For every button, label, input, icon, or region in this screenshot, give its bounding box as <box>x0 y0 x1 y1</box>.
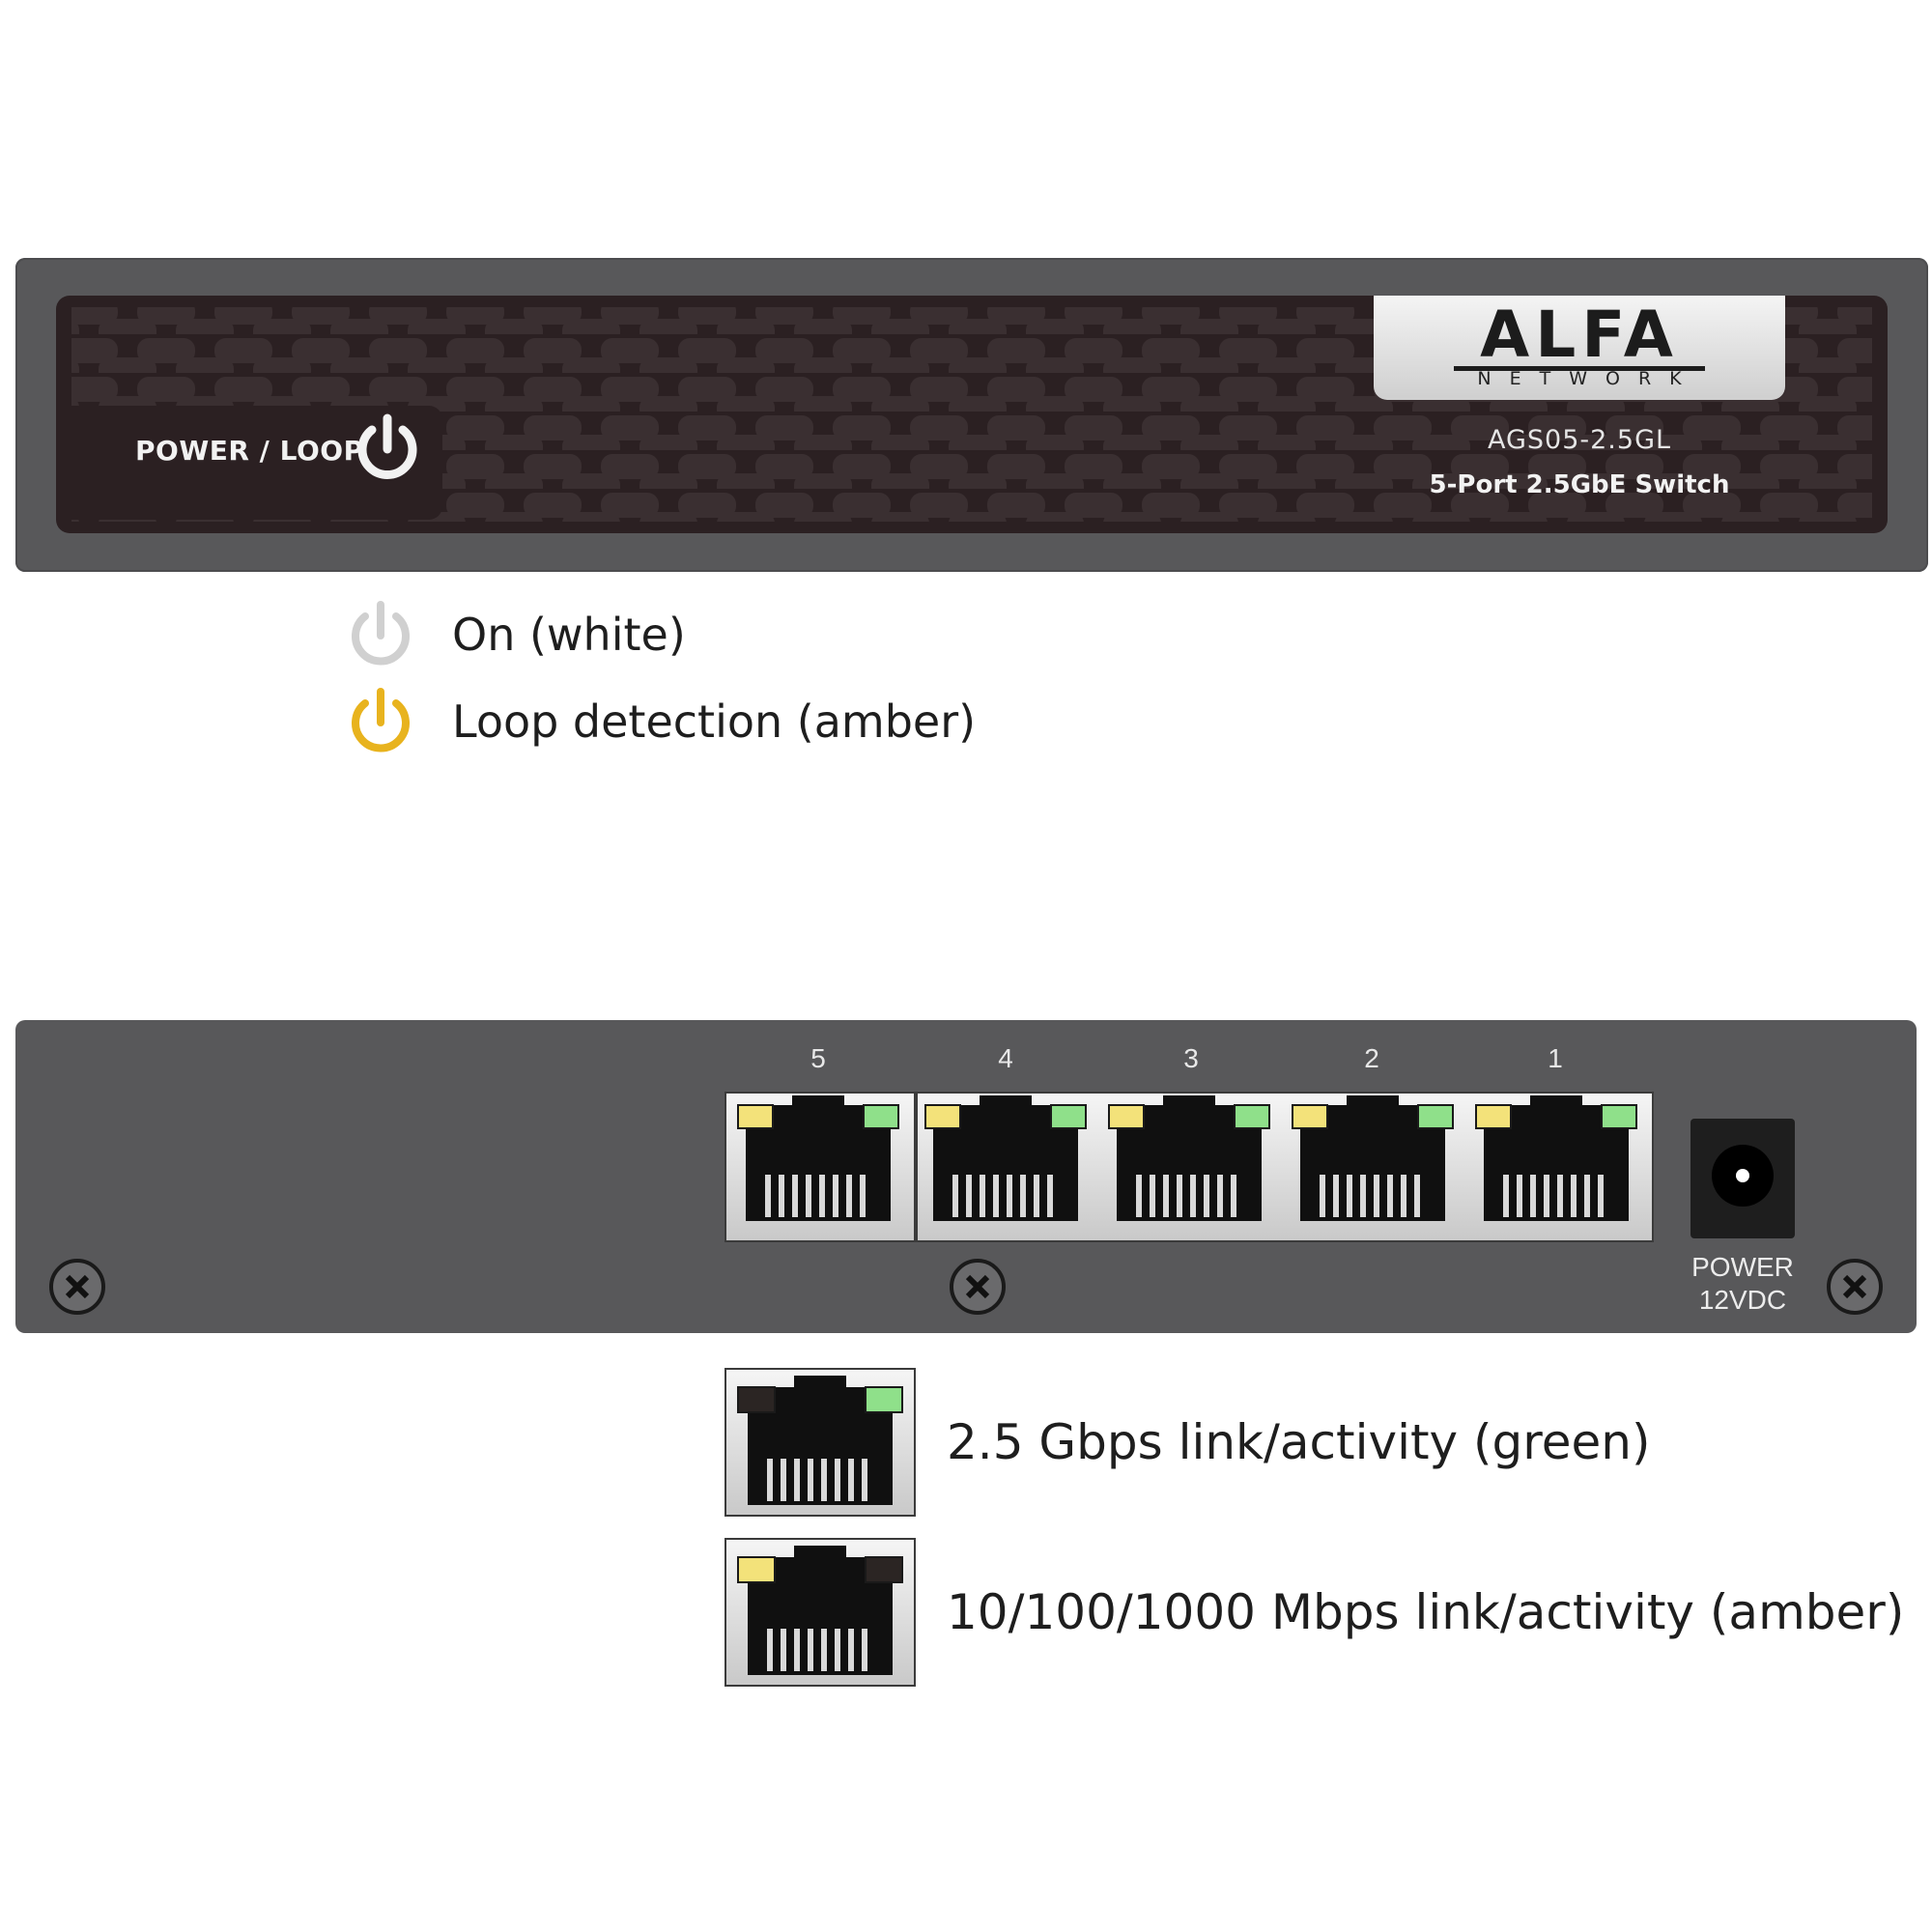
rj45-port-4[interactable] <box>923 1094 1088 1231</box>
rj45-port-3[interactable] <box>1107 1094 1271 1231</box>
power-loop-label: POWER / LOOP <box>135 435 364 467</box>
product-subtitle: 5-Port 2.5GbE Switch <box>1429 470 1730 499</box>
legend-green-label: 2.5 Gbps link/activity (green) <box>947 1414 1651 1470</box>
power-label-plate <box>56 406 442 520</box>
power-jack-voltage: 12VDC <box>1698 1285 1787 1315</box>
screw-icon <box>1826 1258 1884 1320</box>
legend-loop-label: Loop detection (amber) <box>452 696 977 748</box>
power-amber-icon <box>346 686 415 763</box>
port-number-3: 3 <box>1183 1043 1199 1073</box>
logo-card <box>1374 296 1785 400</box>
legend-amber-label: 10/100/1000 Mbps link/activity (amber) <box>947 1584 1905 1640</box>
brand-logo: ALFA <box>1480 298 1679 372</box>
brand-sub: NETWORK <box>1477 368 1700 389</box>
port-number-4: 4 <box>998 1043 1013 1073</box>
port-number-5: 5 <box>810 1043 826 1073</box>
rj45-port-5[interactable] <box>736 1094 900 1231</box>
logo-swoosh-icon <box>1454 359 1705 378</box>
power-icon[interactable] <box>353 412 422 490</box>
legend-port-green <box>724 1368 916 1517</box>
rj45-port-2[interactable] <box>1291 1094 1455 1231</box>
power-jack-label: POWER <box>1691 1252 1794 1282</box>
legend-on-label: On (white) <box>452 609 686 661</box>
model-number: AGS05-2.5GL <box>1487 425 1672 455</box>
power-white-icon <box>346 599 415 676</box>
port-number-1: 1 <box>1548 1043 1563 1073</box>
rj45-port-1[interactable] <box>1474 1094 1638 1231</box>
dc-jack-pin <box>1736 1169 1749 1182</box>
screw-icon <box>48 1258 106 1320</box>
screw-icon <box>949 1258 1007 1320</box>
port-number-2: 2 <box>1364 1043 1379 1073</box>
legend-port-amber <box>724 1538 916 1687</box>
